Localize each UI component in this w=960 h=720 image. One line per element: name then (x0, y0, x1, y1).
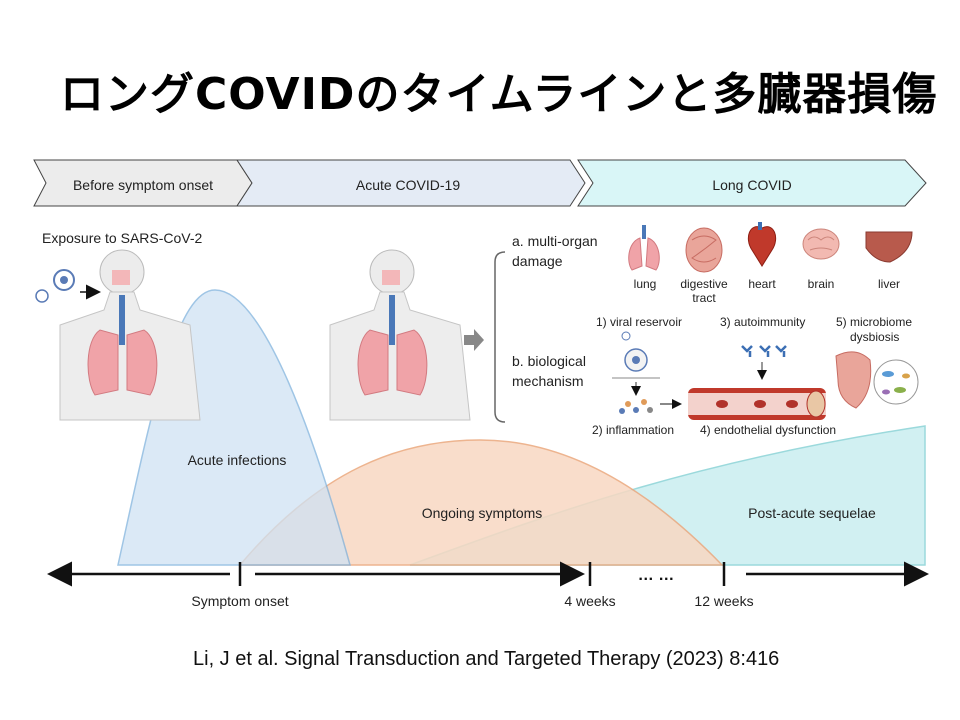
progression-arrow-icon (464, 329, 484, 351)
organ-label-digestive-1: digestive (680, 277, 728, 291)
citation: Li, J et al. Signal Transduction and Tar… (193, 648, 780, 670)
section-a-line1: a. multi-organ (512, 233, 598, 249)
ongoing-curve-label: Ongoing symptoms (422, 505, 543, 521)
phase-banner-long (577, 159, 927, 207)
viral-reservoir-icon (612, 331, 660, 396)
phase-label-before: Before symptom onset (73, 177, 213, 193)
organ-label-liver: liver (878, 277, 900, 291)
mechanism-inflammation: 2) inflammation (592, 423, 674, 437)
label-12-weeks: 12 weeks (694, 593, 753, 609)
organ-label-heart: heart (748, 277, 776, 291)
virus-icon (35, 269, 75, 303)
organ-label-brain: brain (808, 277, 835, 291)
autoimmunity-icon (741, 345, 787, 380)
phase-label-acute: Acute COVID-19 (356, 177, 460, 193)
phase-banner-acute (236, 159, 586, 207)
heart-icon (747, 222, 777, 267)
blood-vessel-icon (688, 388, 826, 420)
phase-label-long: Long COVID (712, 177, 791, 193)
digestive-tract-icon (685, 227, 723, 273)
section-b-line2: mechanism (512, 373, 584, 389)
microbiome-icon (835, 351, 919, 409)
exposure-label: Exposure to SARS-CoV-2 (42, 230, 203, 246)
mechanism-microbiome-2: dysbiosis (850, 330, 899, 344)
mechanism-viral-reservoir: 1) viral reservoir (596, 315, 682, 329)
body-figure-acute (329, 249, 471, 421)
section-b-line1: b. biological (512, 353, 586, 369)
label-4-weeks: 4 weeks (564, 593, 615, 609)
label-symptom-onset: Symptom onset (191, 593, 288, 609)
lung-icon (628, 225, 660, 271)
body-figure-exposed (59, 249, 201, 421)
mechanism-microbiome-1: 5) microbiome (836, 315, 912, 329)
brain-icon (802, 228, 840, 260)
post-acute-curve-label: Post-acute sequelae (748, 505, 876, 521)
mechanism-endothelial: 4) endothelial dysfunction (700, 423, 836, 437)
organ-label-digestive-2: tract (692, 291, 716, 305)
mechanism-autoimmunity: 3) autoimmunity (720, 315, 805, 329)
bracket (494, 251, 506, 423)
liver-icon (865, 231, 913, 263)
acute-curve-label: Acute infections (188, 452, 287, 468)
timeline-ellipsis: … … (638, 567, 674, 584)
organ-label-lung: lung (634, 277, 657, 291)
slide-title: ロングCOVIDのタイムラインと多臓器損傷 (60, 69, 938, 120)
section-a-line2: damage (512, 253, 563, 269)
inflammation-icon (619, 399, 653, 414)
